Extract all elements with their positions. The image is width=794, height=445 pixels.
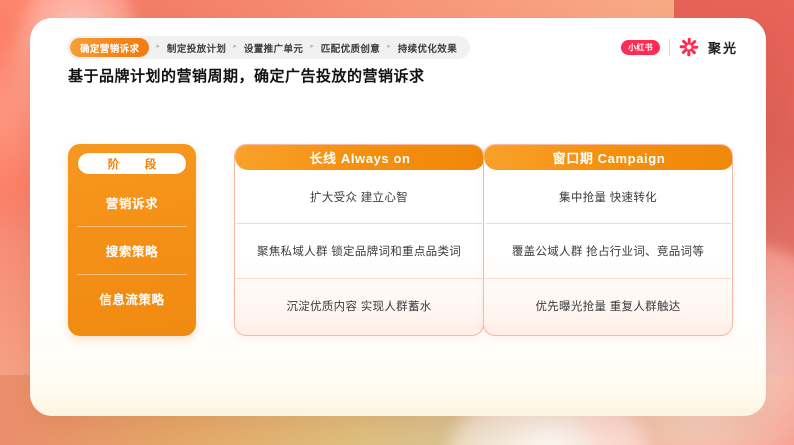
strategy-card-always-on: 长线 Always on 扩大受众 建立心智 聚焦私域人群 锁定品牌词和重点品类… (234, 144, 484, 336)
stage-column: 阶 段 营销诉求 搜索策略 信息流策略 (68, 144, 196, 336)
card-row: 集中抢量 快速转化 (559, 192, 657, 204)
card-row: 优先曝光抢量 重复人群触达 (485, 278, 731, 333)
strategy-card-campaign: 窗口期 Campaign 集中抢量 快速转化 覆盖公域人群 抢占行业词、竞品词等… (483, 144, 733, 336)
card-row: 覆盖公域人群 抢占行业词、竞品词等 (485, 223, 731, 278)
strategy-diagram: 阶 段 营销诉求 搜索策略 信息流策略 长线 Always on 扩大受众 建立… (68, 144, 733, 344)
card-row: 沉淀优质内容 实现人群蓄水 (236, 278, 482, 333)
breadcrumb-item-2[interactable]: 设置推广单元 (243, 43, 304, 55)
xiaohongshu-logo: 小红书 (621, 39, 660, 55)
card-row: 聚焦私域人群 锁定品牌词和重点品类词 (236, 223, 482, 278)
breadcrumb[interactable]: 确定营销诉求 ▸ 制定投放计划 ▸ 设置推广单元 ▸ 匹配优质创意 ▸ 持续优化… (67, 36, 471, 59)
breadcrumb-item-active[interactable]: 确定营销诉求 (70, 38, 150, 57)
slide-header: 确定营销诉求 ▸ 制定投放计划 ▸ 设置推广单元 ▸ 匹配优质创意 ▸ 持续优化… (30, 18, 766, 74)
card-row: 扩大受众 建立心智 (310, 192, 408, 204)
stage-row-search-strategy: 搜索策略 (77, 226, 187, 274)
slide-card: 确定营销诉求 ▸ 制定投放计划 ▸ 设置推广单元 ▸ 匹配优质创意 ▸ 持续优化… (30, 18, 766, 416)
stage-column-header: 阶 段 (77, 152, 187, 175)
product-name: 聚光 (707, 40, 738, 56)
breadcrumb-item-1[interactable]: 制定投放计划 (166, 43, 227, 55)
chevron-right-icon: ▸ (233, 43, 237, 50)
stage-row-feed-strategy: 信息流策略 (77, 274, 187, 322)
chevron-right-icon: ▸ (387, 43, 391, 50)
chevron-right-icon: ▸ (156, 43, 160, 50)
chevron-right-icon: ▸ (310, 43, 314, 50)
card-body-always-on: 扩大受众 建立心智 聚焦私域人群 锁定品牌词和重点品类词 沉淀优质内容 实现人群… (236, 171, 482, 333)
stage-column-rows: 营销诉求 搜索策略 信息流策略 (77, 179, 187, 322)
card-header-campaign: 窗口期 Campaign (484, 145, 732, 170)
page-title: 基于品牌计划的营销周期，确定广告投放的营销诉求 (68, 68, 425, 85)
card-header-always-on: 长线 Always on (235, 145, 483, 170)
stage-row-marketing-appeal: 营销诉求 (105, 197, 159, 211)
card-body-campaign: 集中抢量 快速转化 覆盖公域人群 抢占行业词、竞品词等 优先曝光抢量 重复人群触… (485, 171, 731, 333)
breadcrumb-item-4[interactable]: 持续优化效果 (397, 43, 458, 55)
breadcrumb-item-3[interactable]: 匹配优质创意 (320, 43, 381, 55)
starburst-icon (679, 37, 699, 57)
brand-lockup: 小红书 聚光 (621, 34, 738, 60)
brand-divider (668, 38, 670, 56)
